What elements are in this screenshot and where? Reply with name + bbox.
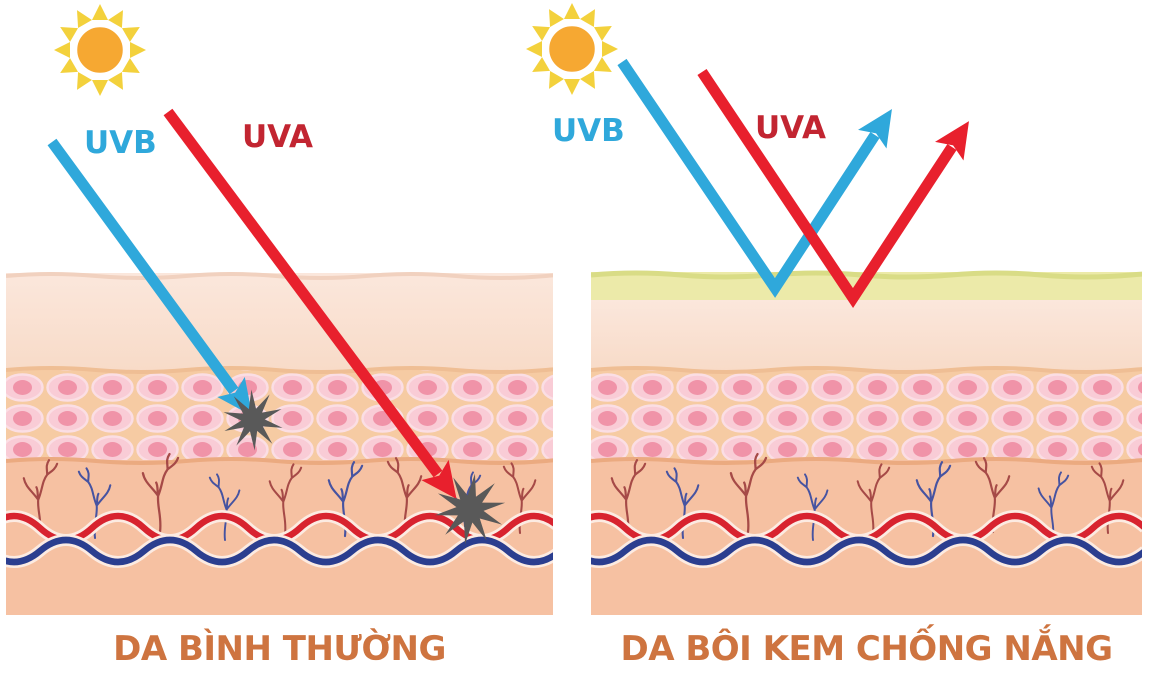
- cell-layer: [6, 370, 553, 460]
- uva-reflected-arrow: [697, 68, 969, 308]
- uvb-label-right: UVB: [552, 113, 625, 149]
- sun-icon: [524, 1, 620, 97]
- cell-layer: [591, 370, 1142, 460]
- uvb-ray-arrow: [47, 138, 253, 417]
- panel-sunscreen-skin: [524, 1, 1142, 615]
- panel-normal-skin: [6, 2, 553, 615]
- uva-label-right: UVA: [755, 110, 827, 146]
- skin-layers-left: [6, 272, 553, 615]
- sun-icon: [52, 2, 148, 98]
- uvb-reflected-arrow: [617, 58, 892, 298]
- uva-ray-arrow: [163, 108, 457, 499]
- uva-label-left: UVA: [242, 119, 314, 155]
- epidermis-layer: [6, 273, 553, 370]
- caption-normal-skin: DA BÌNH THƯỜNG: [113, 629, 446, 669]
- caption-sunscreen-skin: DA BÔI KEM CHỐNG NẮNG: [620, 629, 1113, 669]
- epidermis-layer: [591, 300, 1142, 370]
- skin-layers-right: [591, 272, 1142, 615]
- uvb-label-left: UVB: [84, 125, 157, 161]
